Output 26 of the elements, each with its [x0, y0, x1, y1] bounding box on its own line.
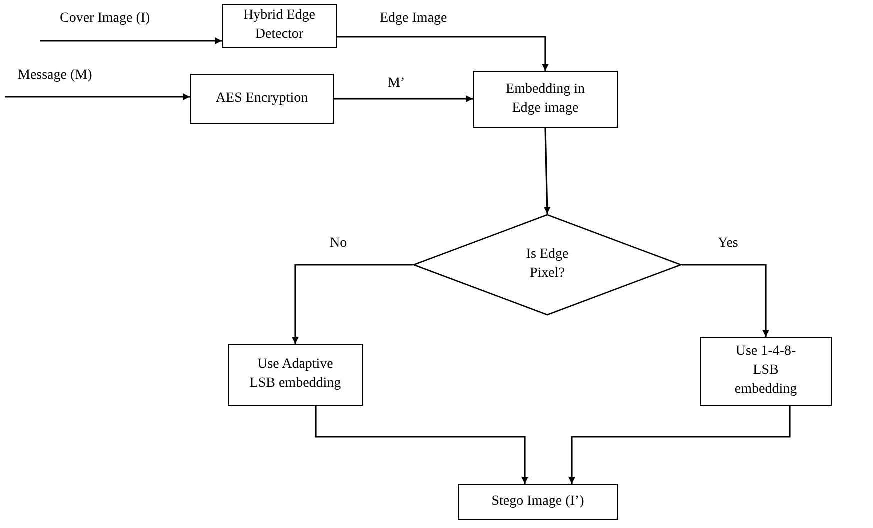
arrow — [544, 128, 551, 214]
process-box — [190, 74, 334, 124]
edge-label: Edge Image — [380, 11, 448, 28]
arrow — [682, 264, 770, 337]
arrow — [337, 36, 549, 71]
decision-diamond — [413, 214, 682, 316]
arrow — [40, 38, 222, 44]
node-text: AES Encryption — [216, 90, 308, 108]
arrow — [568, 406, 791, 484]
node-text: Use Adaptive LSB embedding — [248, 356, 342, 393]
edge-label: Message (M) — [18, 68, 92, 85]
node-text: Embedding in Edge image — [506, 80, 586, 118]
edge-label: Cover Image (I) — [60, 11, 150, 28]
process-box — [473, 71, 618, 128]
node-text: Is Edge Pixel? — [525, 246, 570, 283]
process-box — [222, 4, 337, 48]
arrow — [292, 264, 413, 344]
arrow — [315, 406, 528, 484]
node-text: Hybrid Edge Detector — [242, 7, 316, 44]
process-box — [458, 484, 618, 520]
process-box — [700, 337, 832, 406]
process-box — [228, 344, 363, 406]
arrow — [334, 96, 473, 102]
node-text: Stego Image (I’) — [492, 492, 584, 511]
arrow — [5, 94, 190, 100]
node-text: Use 1-4-8-LSB embedding — [734, 343, 798, 399]
